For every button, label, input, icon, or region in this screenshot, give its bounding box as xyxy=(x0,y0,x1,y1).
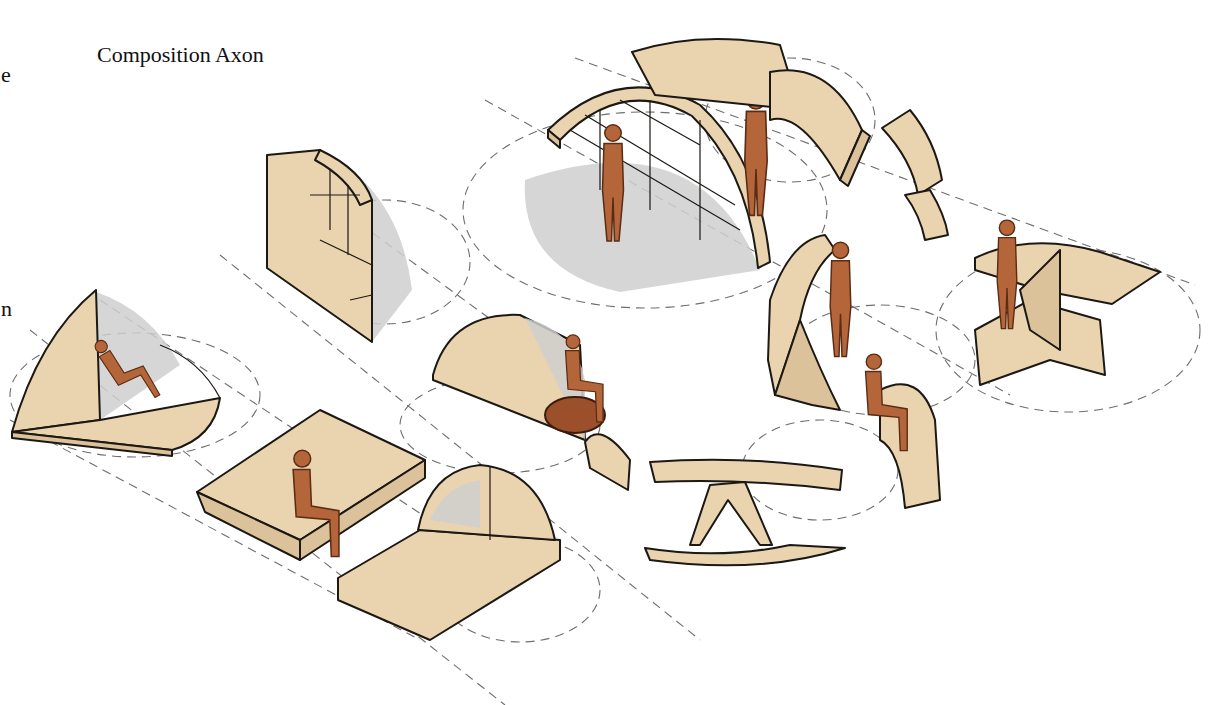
curved-desk xyxy=(768,235,851,410)
cut-off-label: e xyxy=(1,62,11,88)
bookshelf-quarter xyxy=(267,150,412,342)
curved-bench xyxy=(645,460,845,566)
cut-off-label: n xyxy=(1,296,12,322)
diagram-title: Composition Axon xyxy=(97,42,264,68)
quarter-lounge xyxy=(12,290,220,456)
curved-seat xyxy=(866,354,940,508)
arch-seat xyxy=(632,39,870,186)
curved-stool xyxy=(882,110,948,240)
low-table xyxy=(197,410,425,560)
arch-bench xyxy=(338,465,560,640)
guide-lines xyxy=(10,58,1195,705)
half-dome-shelf xyxy=(525,87,770,292)
arch-niche xyxy=(433,315,630,490)
ground-ellipses xyxy=(10,58,1200,642)
flat-top-table xyxy=(975,220,1160,385)
